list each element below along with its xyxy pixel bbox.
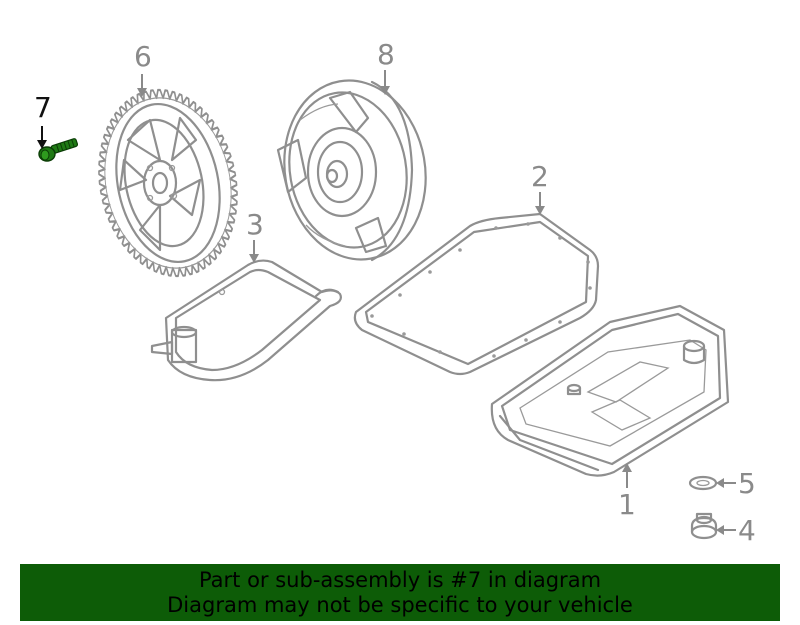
gasket-bolt-hole	[586, 260, 590, 264]
gasket-bolt-hole	[492, 354, 496, 358]
callout-5-arrow	[716, 478, 724, 488]
gasket-bolt-hole	[588, 286, 592, 290]
part-6-flexplate[interactable]	[82, 77, 253, 289]
callout-6-arrow	[137, 88, 147, 97]
gasket-bolt-hole	[458, 248, 462, 252]
gasket-bolt-hole	[526, 222, 530, 226]
part-2-gasket[interactable]	[353, 212, 600, 376]
info-banner: Part or sub-assembly is #7 in diagram Di…	[20, 564, 780, 621]
callout-7-arrow	[37, 140, 47, 149]
part-5-washer[interactable]	[688, 475, 718, 491]
part-3-filter[interactable]	[150, 259, 342, 382]
gear-root-circle	[104, 97, 232, 269]
gasket-bolt-hole	[558, 236, 562, 240]
callout-2[interactable]: 2	[531, 160, 549, 193]
gasket-bolt-hole	[370, 314, 374, 318]
callout-4[interactable]: 4	[738, 514, 756, 547]
callout-6[interactable]: 6	[134, 40, 152, 73]
callout-1-arrow	[622, 463, 632, 472]
part-8-torque-converter[interactable]	[270, 69, 439, 271]
parts-diagram: 7 6 8	[34, 38, 756, 547]
callout-8-arrow	[380, 86, 390, 95]
gasket-bolt-hole	[398, 293, 402, 297]
gasket-bolt-hole	[428, 270, 432, 274]
banner-line-1: Part or sub-assembly is #7 in diagram	[198, 568, 602, 592]
callout-3-arrow	[249, 254, 259, 263]
callout-7[interactable]: 7	[34, 91, 52, 124]
callout-1[interactable]: 1	[618, 488, 636, 521]
callout-5[interactable]: 5	[738, 467, 756, 500]
gasket-bolt-hole	[494, 226, 498, 230]
callout-3[interactable]: 3	[246, 208, 264, 241]
part-4-drain-plug[interactable]	[690, 512, 718, 540]
gasket-bolt-hole	[558, 320, 562, 324]
gasket-bolt-hole	[438, 350, 442, 354]
callout-2-arrow	[535, 206, 545, 215]
gasket-bolt-hole	[524, 338, 528, 342]
gasket-bolt-hole	[402, 332, 406, 336]
banner-line-2: Diagram may not be specific to your vehi…	[167, 593, 633, 617]
part-7-bolt[interactable]	[38, 138, 79, 162]
part-1-oil-pan[interactable]	[490, 304, 730, 477]
callout-8[interactable]: 8	[377, 38, 395, 71]
callout-4-arrow	[716, 525, 724, 535]
